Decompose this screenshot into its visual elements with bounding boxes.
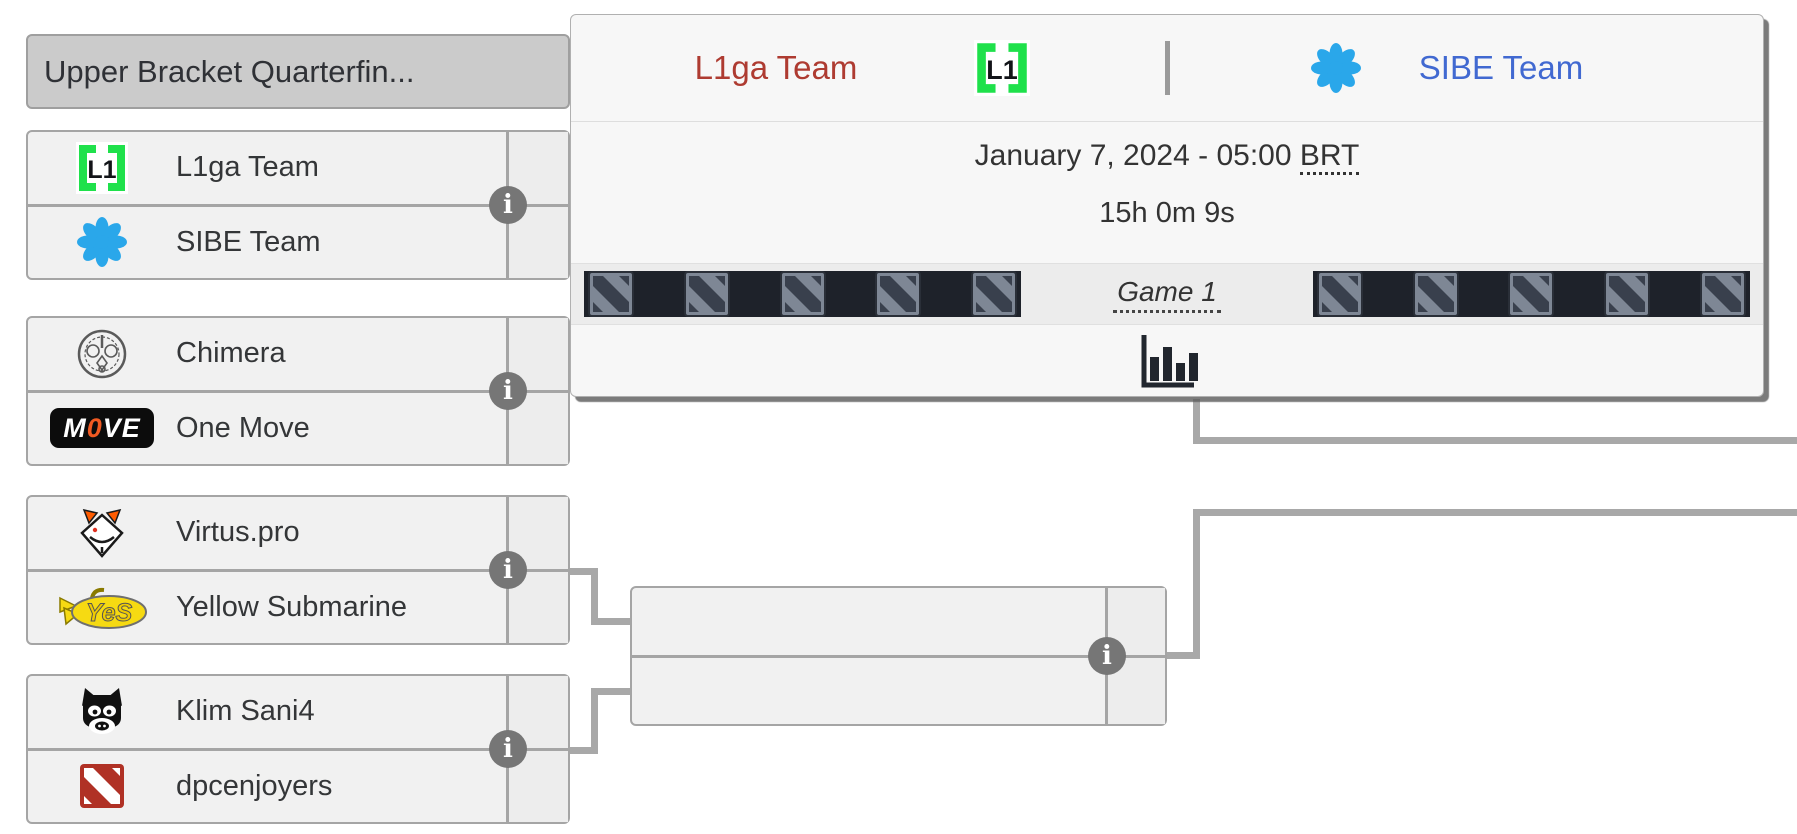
team-name: Yellow Submarine bbox=[176, 590, 408, 623]
dota2-pick-placeholder-icon bbox=[1604, 271, 1651, 317]
match-countdown: 15h 0m 9s bbox=[1099, 197, 1235, 229]
connector-m3-elbow-v bbox=[591, 568, 598, 625]
dpcenjoyers-team-logo-icon bbox=[28, 762, 176, 810]
team-name: SIBE Team bbox=[176, 225, 321, 258]
connector-r2-to-edge bbox=[1193, 509, 1797, 516]
team-name: Virtus.pro bbox=[176, 516, 300, 549]
dota2-pick-placeholder-icon bbox=[1316, 271, 1363, 317]
connector-m4-elbow-h2 bbox=[591, 688, 630, 695]
klim-sani4-team-logo-icon bbox=[28, 686, 176, 738]
team-name: dpcenjoyers bbox=[176, 769, 333, 802]
row-divider bbox=[632, 654, 1165, 658]
info-icon[interactable]: i bbox=[1088, 637, 1126, 675]
team-row-dpcenjoyers[interactable]: dpcenjoyers bbox=[28, 750, 568, 822]
connector-upper-to-edge bbox=[1193, 437, 1797, 444]
round-header[interactable]: Upper Bracket Quarterfin... bbox=[26, 34, 570, 109]
team-name: Klim Sani4 bbox=[176, 695, 315, 728]
l1ga-team-logo-icon: L1 bbox=[28, 141, 176, 194]
match-round2: i bbox=[630, 586, 1167, 726]
l1ga-team-logo-icon: L1 bbox=[974, 40, 1030, 101]
connector-upper-out-v bbox=[1193, 399, 1200, 444]
info-icon[interactable]: i bbox=[489, 186, 527, 224]
match-3: Virtus.pro YeS Yellow Submarine i bbox=[26, 495, 570, 645]
connector-m4-elbow-v bbox=[591, 688, 598, 754]
row-divider bbox=[28, 389, 568, 393]
team-row-yellowsubmarine[interactable]: YeS Yellow Submarine bbox=[28, 571, 568, 643]
stats-bar-chart-icon[interactable] bbox=[1136, 333, 1198, 391]
team-row-sibe[interactable]: SIBE Team bbox=[28, 206, 568, 278]
match-date: January 7, 2024 - 05:00 BRT bbox=[571, 139, 1763, 175]
dota2-pick-placeholder-icon bbox=[971, 271, 1017, 317]
svg-text:YeS: YeS bbox=[86, 599, 133, 627]
round-header-label: Upper Bracket Quarterfin... bbox=[44, 53, 415, 89]
game-row: Game 1 bbox=[571, 263, 1763, 325]
popup-left-team-link[interactable]: L1ga Team bbox=[694, 49, 858, 86]
match-4: Klim Sani4 dpcenjoyers i bbox=[26, 674, 570, 824]
team-row-chimera[interactable]: Chimera bbox=[28, 318, 568, 390]
team-name: L1ga Team bbox=[176, 151, 319, 184]
dota2-pick-placeholder-icon bbox=[1699, 271, 1746, 317]
dota2-pick-placeholder-icon bbox=[1508, 271, 1555, 317]
row-divider bbox=[28, 203, 568, 207]
yellow-submarine-team-logo-icon: YeS bbox=[28, 584, 176, 630]
info-icon[interactable]: i bbox=[489, 551, 527, 589]
match-1: L1 L1ga Team bbox=[26, 130, 570, 280]
chimera-team-logo-icon bbox=[28, 328, 176, 380]
popup-right-team-link[interactable]: SIBE Team bbox=[1418, 49, 1584, 86]
team-row-virtuspro[interactable]: Virtus.pro bbox=[28, 497, 568, 569]
info-icon[interactable]: i bbox=[489, 372, 527, 410]
virtuspro-team-logo-icon bbox=[28, 507, 176, 559]
dota2-pick-placeholder-icon bbox=[1412, 271, 1459, 317]
stats-row bbox=[571, 329, 1763, 395]
svg-text:L1: L1 bbox=[986, 55, 1017, 85]
dota2-pick-placeholder-icon bbox=[779, 271, 826, 317]
svg-text:L1: L1 bbox=[87, 156, 116, 184]
sibe-team-logo-icon bbox=[1310, 42, 1362, 99]
dota2-pick-placeholder-icon bbox=[588, 271, 634, 317]
dota2-pick-placeholder-icon bbox=[683, 271, 730, 317]
team-row-tbd-bottom[interactable] bbox=[632, 657, 1165, 724]
row-divider bbox=[28, 568, 568, 572]
info-icon[interactable]: i bbox=[489, 730, 527, 768]
team-row-klimsani4[interactable]: Klim Sani4 bbox=[28, 676, 568, 748]
connector-m4-elbow-h1 bbox=[566, 747, 598, 754]
match-details-popup: L1ga Team L1 bbox=[570, 14, 1764, 397]
connector-m3-elbow-h2 bbox=[591, 618, 630, 625]
team-name: Chimera bbox=[176, 337, 286, 370]
timezone-abbr[interactable]: BRT bbox=[1299, 139, 1360, 175]
game-tab[interactable]: Game 1 bbox=[1113, 276, 1221, 313]
left-pick-strip bbox=[584, 271, 1021, 317]
team-name: One Move bbox=[176, 411, 310, 444]
team-row-tbd-top[interactable] bbox=[632, 588, 1165, 655]
dota2-pick-placeholder-icon bbox=[875, 271, 922, 317]
connector-m3-elbow-h1 bbox=[566, 568, 598, 575]
sibe-team-logo-icon bbox=[28, 216, 176, 268]
right-pick-strip bbox=[1312, 271, 1750, 317]
row-divider bbox=[28, 747, 568, 751]
popup-team-divider bbox=[1165, 41, 1170, 95]
connector-r2-out-h bbox=[1167, 652, 1200, 659]
popup-header-divider bbox=[571, 121, 1763, 122]
connector-r2-out-v bbox=[1193, 509, 1200, 659]
team-row-l1ga[interactable]: L1 L1ga Team bbox=[28, 132, 568, 204]
